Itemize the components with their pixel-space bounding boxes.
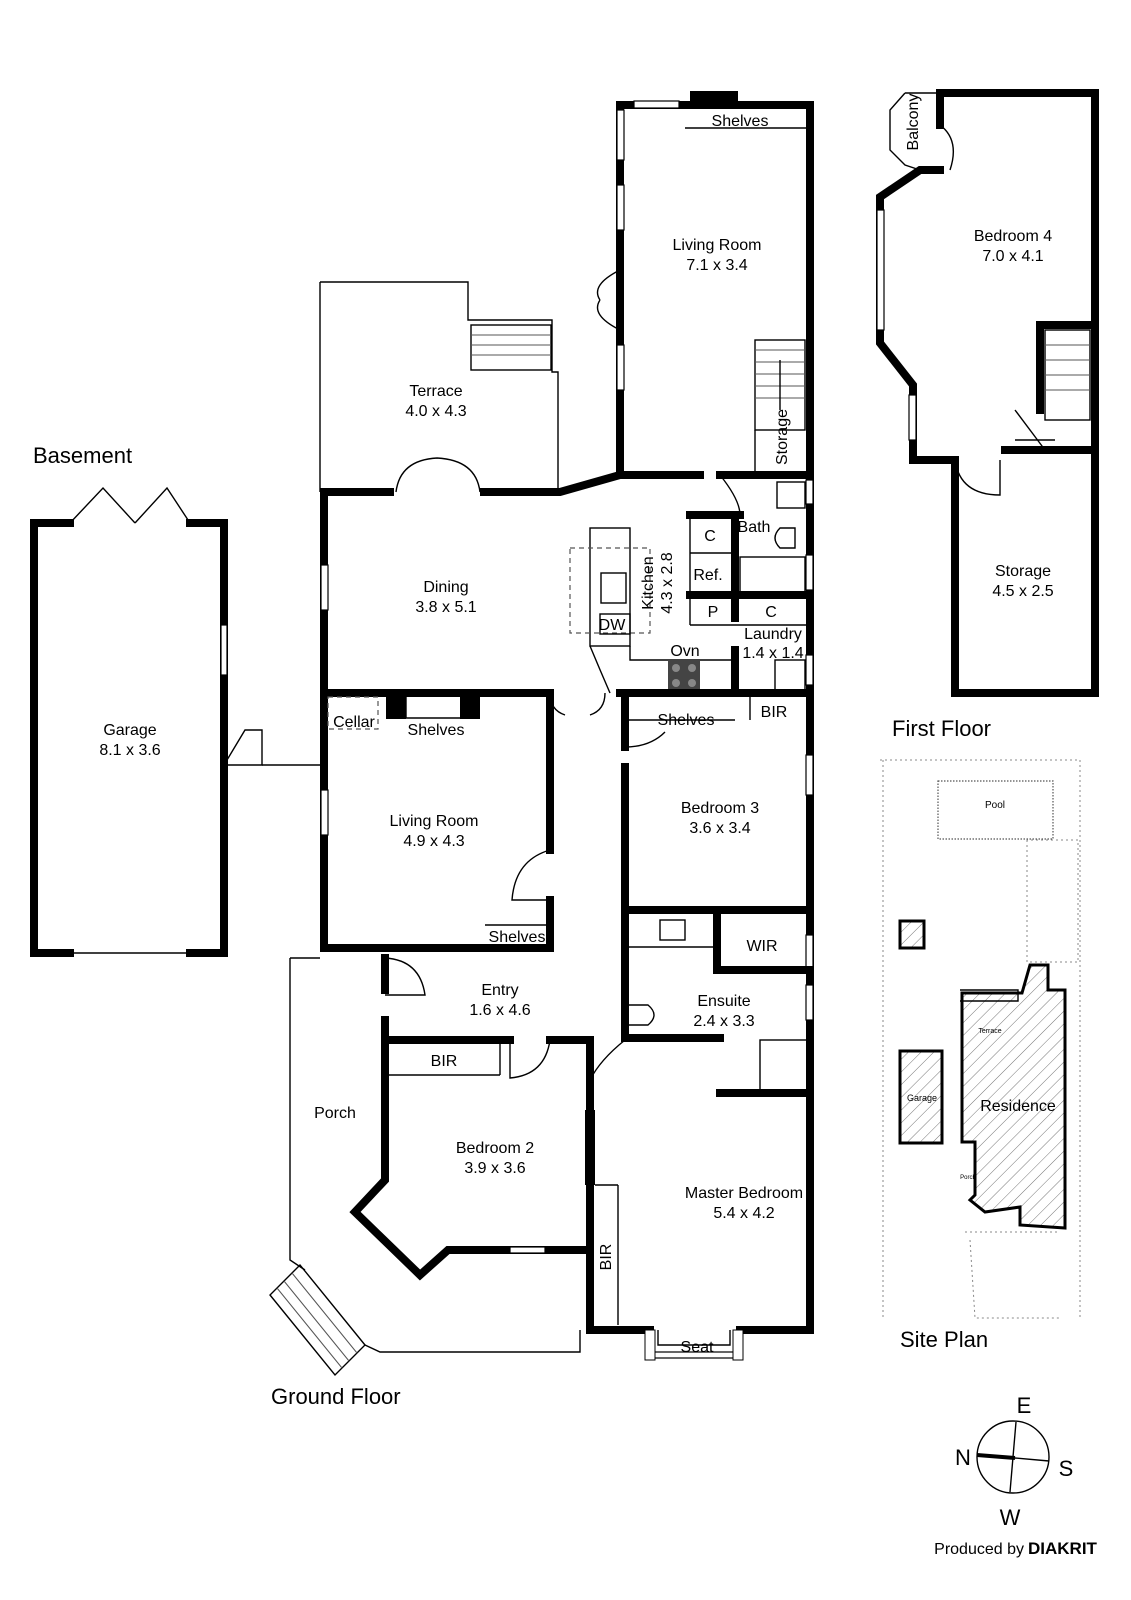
compass-west: W: [1000, 1505, 1021, 1530]
entry-dims: 1.6 x 4.6: [469, 1002, 530, 1019]
wir-label: WIR: [746, 938, 777, 955]
bedroom-4-label: Bedroom 4: [974, 228, 1052, 245]
compass-south: S: [1059, 1456, 1074, 1481]
shelves-living-label: Shelves: [408, 722, 465, 739]
living-room-lower-dims: 4.9 x 4.3: [403, 833, 464, 850]
living-room-upper-label: Living Room: [673, 237, 762, 254]
site-terrace-label: Terrace: [978, 1028, 1001, 1035]
basement-plan: [30, 486, 320, 957]
credit-brand: DIAKRIT: [1028, 1539, 1098, 1558]
bath-label: Bath: [738, 519, 771, 536]
refrigerator-label: Ref.: [693, 567, 722, 584]
storage-label: Storage: [774, 409, 791, 465]
bedroom-3-dims: 3.6 x 3.4: [689, 820, 750, 837]
garage-dims: 8.1 x 3.6: [99, 742, 160, 759]
stairs-first: [1014, 329, 1091, 451]
site-garage-label: Garage: [907, 1093, 937, 1103]
bedroom-2-label: Bedroom 2: [456, 1140, 534, 1157]
shelves-label: Shelves: [712, 113, 769, 130]
kitchen-dims: 4.3 x 2.8: [659, 552, 676, 613]
ensuite-label: Ensuite: [697, 993, 750, 1010]
bir-master-label: BIR: [598, 1244, 615, 1271]
compass-east: E: [1017, 1393, 1032, 1418]
bedroom-3-label: Bedroom 3: [681, 800, 759, 817]
entry-label: Entry: [481, 982, 518, 999]
seat-label: Seat: [681, 1339, 714, 1356]
terrace-label: Terrace: [409, 383, 462, 400]
compass-rose: [976, 1420, 1050, 1494]
site-pool-label: Pool: [985, 800, 1005, 811]
dining-label: Dining: [423, 579, 468, 596]
cupboard-label-2: C: [765, 604, 777, 621]
bedroom-2-dims: 3.9 x 3.6: [464, 1160, 525, 1177]
master-bedroom-dims: 5.4 x 4.2: [713, 1205, 774, 1222]
living-room-upper-dims: 7.1 x 3.4: [686, 257, 747, 274]
first-floor-title: First Floor: [892, 716, 991, 741]
bir-bed3-label: BIR: [761, 704, 788, 721]
dining-dims: 3.8 x 5.1: [415, 599, 476, 616]
porch-steps: [269, 1263, 366, 1377]
cupboard-label-1: C: [704, 528, 716, 545]
porch-label: Porch: [314, 1105, 356, 1122]
garage-label: Garage: [103, 722, 156, 739]
bedroom-4-dims: 7.0 x 4.1: [982, 248, 1043, 265]
terrace-dims: 4.0 x 4.3: [405, 403, 466, 420]
stairs-ground: [754, 339, 806, 431]
pantry-label: P: [708, 604, 719, 621]
laundry-label: Laundry: [744, 626, 802, 643]
first-floor-plan: [876, 89, 1099, 697]
shelves-living2-label: Shelves: [489, 929, 546, 946]
compass-north: N: [955, 1445, 971, 1470]
site-plan: [880, 759, 1081, 1320]
ground-floor-title: Ground Floor: [271, 1384, 401, 1409]
site-plan-title: Site Plan: [900, 1327, 988, 1352]
living-room-lower-label: Living Room: [390, 813, 479, 830]
bir-bed2-label: BIR: [431, 1053, 458, 1070]
dishwasher-label: DW: [599, 617, 627, 634]
kitchen-label: Kitchen: [640, 556, 657, 609]
ground-floor-plan: [269, 91, 814, 1377]
credit-prefix: Produced by: [934, 1541, 1024, 1558]
balcony-label: Balcony: [905, 94, 922, 151]
ensuite-dims: 2.4 x 3.3: [693, 1013, 754, 1030]
master-bedroom-label: Master Bedroom: [685, 1185, 803, 1202]
storage-first-dims: 4.5 x 2.5: [992, 583, 1053, 600]
laundry-dims: 1.4 x 1.4: [742, 645, 803, 662]
oven-label: Ovn: [670, 643, 699, 660]
basement-title: Basement: [33, 443, 132, 468]
site-residence-label: Residence: [980, 1098, 1056, 1115]
terrace-steps: [470, 324, 552, 371]
cellar-label: Cellar: [333, 714, 375, 731]
shelves-bed3-label: Shelves: [658, 712, 715, 729]
storage-first-label: Storage: [995, 563, 1051, 580]
site-porch-label: Porch: [960, 1175, 976, 1181]
